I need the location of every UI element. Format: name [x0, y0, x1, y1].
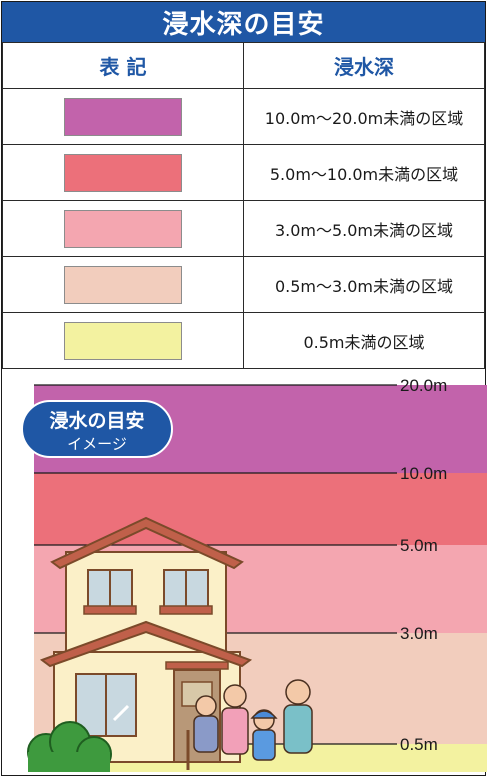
header-depth: 浸水深 — [243, 42, 485, 89]
page-title: 浸水深の目安 — [2, 2, 485, 42]
level-label-3m: 3.0m — [400, 624, 438, 643]
legend-swatch-cell — [2, 256, 244, 313]
legend-swatch-cell — [2, 312, 244, 369]
legend-swatch — [64, 97, 182, 136]
legend-swatch — [64, 321, 182, 360]
legend-row: 3.0m〜5.0m未満の区域 — [2, 200, 485, 257]
level-label-20m: 20.0m — [400, 376, 447, 395]
legend-swatch — [64, 153, 182, 192]
flood-illustration: 20.0m 10.0m 5.0m 3.0m 0.5m 浸水の目安 イメージ — [21, 376, 487, 772]
band-5-10m — [34, 473, 487, 545]
badge-bg — [21, 400, 173, 458]
legend-header-row: 表 記 浸水深 — [2, 42, 485, 89]
image-badge: 浸水の目安 イメージ — [21, 400, 173, 458]
people-illustration — [186, 679, 313, 770]
legend-row: 0.5m〜3.0m未満の区域 — [2, 256, 485, 313]
legend-label: 0.5m未満の区域 — [243, 312, 485, 369]
badge-title: 浸水の目安 — [49, 409, 144, 432]
legend-label: 0.5m〜3.0m未満の区域 — [243, 256, 485, 313]
legend-row: 10.0m〜20.0m未満の区域 — [2, 88, 485, 145]
legend-swatch — [64, 209, 182, 248]
header-symbol: 表 記 — [2, 42, 244, 89]
level-label-05m: 0.5m — [400, 735, 438, 754]
legend-row: 0.5m未満の区域 — [2, 312, 485, 369]
legend-label: 5.0m〜10.0m未満の区域 — [243, 144, 485, 201]
legend-table: 表 記 浸水深 10.0m〜20.0m未満の区域 5.0m〜10.0m未満の区域… — [2, 42, 485, 369]
legend-row: 5.0m〜10.0m未満の区域 — [2, 144, 485, 201]
badge-subtitle: イメージ — [67, 435, 127, 453]
level-label-10m: 10.0m — [400, 464, 447, 483]
legend-label: 10.0m〜20.0m未満の区域 — [243, 88, 485, 145]
legend-swatch — [64, 265, 182, 304]
legend-swatch-cell — [2, 144, 244, 201]
level-label-5m: 5.0m — [400, 536, 438, 555]
legend-swatch-cell — [2, 200, 244, 257]
legend-swatch-cell — [2, 88, 244, 145]
bush-illustration — [27, 721, 112, 772]
legend-label: 3.0m〜5.0m未満の区域 — [243, 200, 485, 257]
